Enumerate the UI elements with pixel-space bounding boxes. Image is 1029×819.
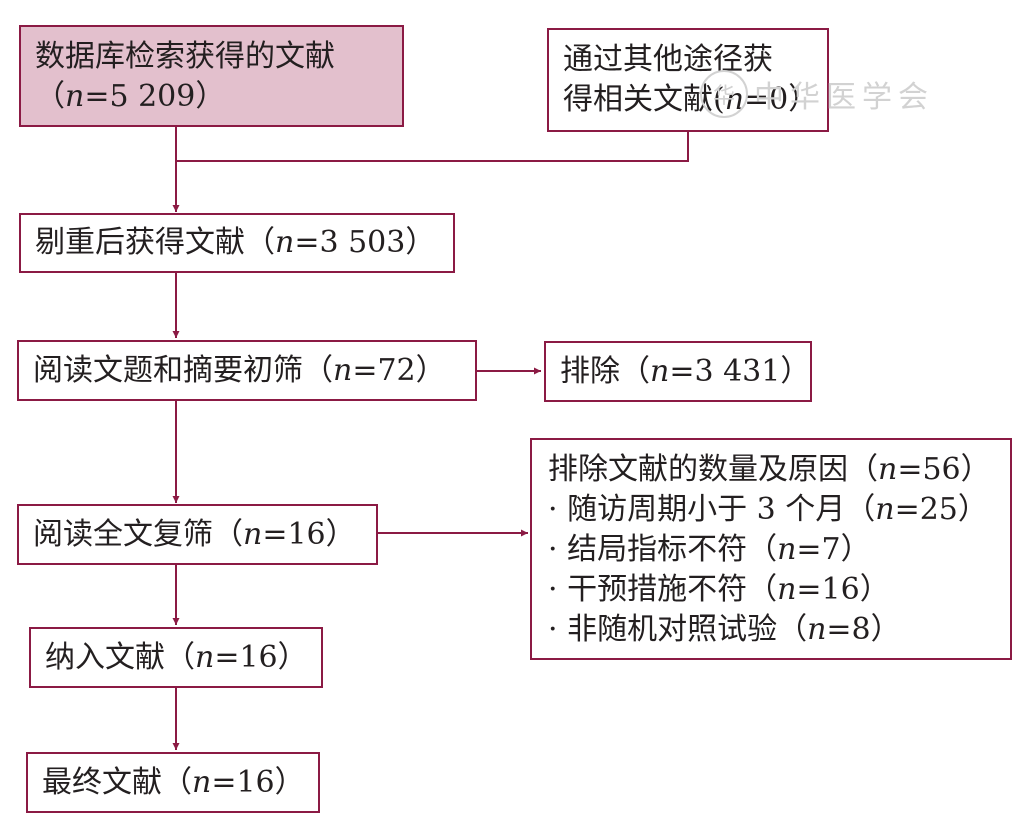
reason-n: n xyxy=(777,532,797,567)
reason-item: · 结局指标不符（n=7） xyxy=(548,530,1010,570)
reason-n: n xyxy=(777,572,797,607)
reasons-title-count: =56） xyxy=(897,452,991,487)
reason-count: =7） xyxy=(796,532,871,567)
other-sources-pre: 得相关文献( xyxy=(563,82,725,117)
dedup-label: 剔重后获得文献（ xyxy=(35,225,275,260)
reason-label: · 非随机对照试验（ xyxy=(548,612,808,647)
title-abstract-n: n xyxy=(333,352,353,388)
dedup-count: =3 503） xyxy=(294,225,436,260)
reason-label: · 干预措施不符（ xyxy=(548,572,778,607)
watermark: 华 中华医学会 xyxy=(700,70,934,118)
watermark-seal: 华 xyxy=(700,70,748,118)
other-sources-line2: 得相关文献(n=0） xyxy=(563,80,827,120)
dedup-box: 剔重后获得文献（n=3 503） xyxy=(19,213,455,273)
reason-label: · 随访周期小于 3 个月（ xyxy=(548,492,876,527)
reason-item: · 随访周期小于 3 个月（n=25） xyxy=(548,490,1010,530)
reason-n: n xyxy=(807,612,827,647)
other-sources-count: =0） xyxy=(744,82,819,117)
exclusion-reasons-title: 排除文献的数量及原因（n=56） xyxy=(548,450,1010,490)
excluded-label: 排除（ xyxy=(560,353,650,389)
db-search-count: =5 209） xyxy=(84,79,226,114)
fulltext-n: n xyxy=(243,516,263,552)
db-search-line1: 数据库检索获得的文献 xyxy=(35,39,335,74)
title-abstract-count: =72） xyxy=(352,352,446,388)
other-sources-line1: 通过其他途径获 xyxy=(563,42,773,77)
reason-count: =8） xyxy=(826,612,901,647)
final-count: =16） xyxy=(211,764,305,800)
included-n: n xyxy=(195,639,215,675)
fulltext-label: 阅读全文复筛（ xyxy=(33,516,243,552)
dedup-n: n xyxy=(275,225,295,260)
fulltext-count: =16） xyxy=(262,516,356,552)
reason-count: =16） xyxy=(796,572,890,607)
title-abstract-label: 阅读文题和摘要初筛（ xyxy=(33,352,333,388)
other-sources-box: 通过其他途径获 得相关文献(n=0） xyxy=(547,28,829,132)
excluded-count: =3 431） xyxy=(669,353,811,389)
included-count: =16） xyxy=(214,639,308,675)
excluded-box: 排除（n=3 431） xyxy=(544,341,812,402)
excluded-n: n xyxy=(650,353,670,389)
watermark-text: 中华医学会 xyxy=(754,80,934,115)
final-box: 最终文献（n=16） xyxy=(26,752,320,813)
reasons-title-label: 排除文献的数量及原因（ xyxy=(548,452,878,487)
reason-item: · 干预措施不符（n=16） xyxy=(548,570,1010,610)
reason-n: n xyxy=(875,492,895,527)
reason-item: · 非随机对照试验（n=8） xyxy=(548,610,1010,650)
reasons-title-n: n xyxy=(878,452,898,487)
db-search-box: 数据库检索获得的文献 （n=5 209） xyxy=(19,25,404,127)
fulltext-box: 阅读全文复筛（n=16） xyxy=(17,504,378,565)
reason-label: · 结局指标不符（ xyxy=(548,532,778,567)
db-search-line2: （n=5 209） xyxy=(35,77,402,117)
title-abstract-box: 阅读文题和摘要初筛（n=72） xyxy=(17,340,477,401)
reason-count: =25） xyxy=(894,492,988,527)
final-label: 最终文献（ xyxy=(42,764,192,800)
db-search-n: n xyxy=(65,79,85,114)
final-n: n xyxy=(192,764,212,800)
db-search-pre: （ xyxy=(35,79,65,114)
included-box: 纳入文献（n=16） xyxy=(29,627,323,688)
exclusion-reasons-box: 排除文献的数量及原因（n=56） · 随访周期小于 3 个月（n=25） · 结… xyxy=(530,438,1012,660)
connector-other-sources xyxy=(176,131,689,162)
included-label: 纳入文献（ xyxy=(45,639,195,675)
